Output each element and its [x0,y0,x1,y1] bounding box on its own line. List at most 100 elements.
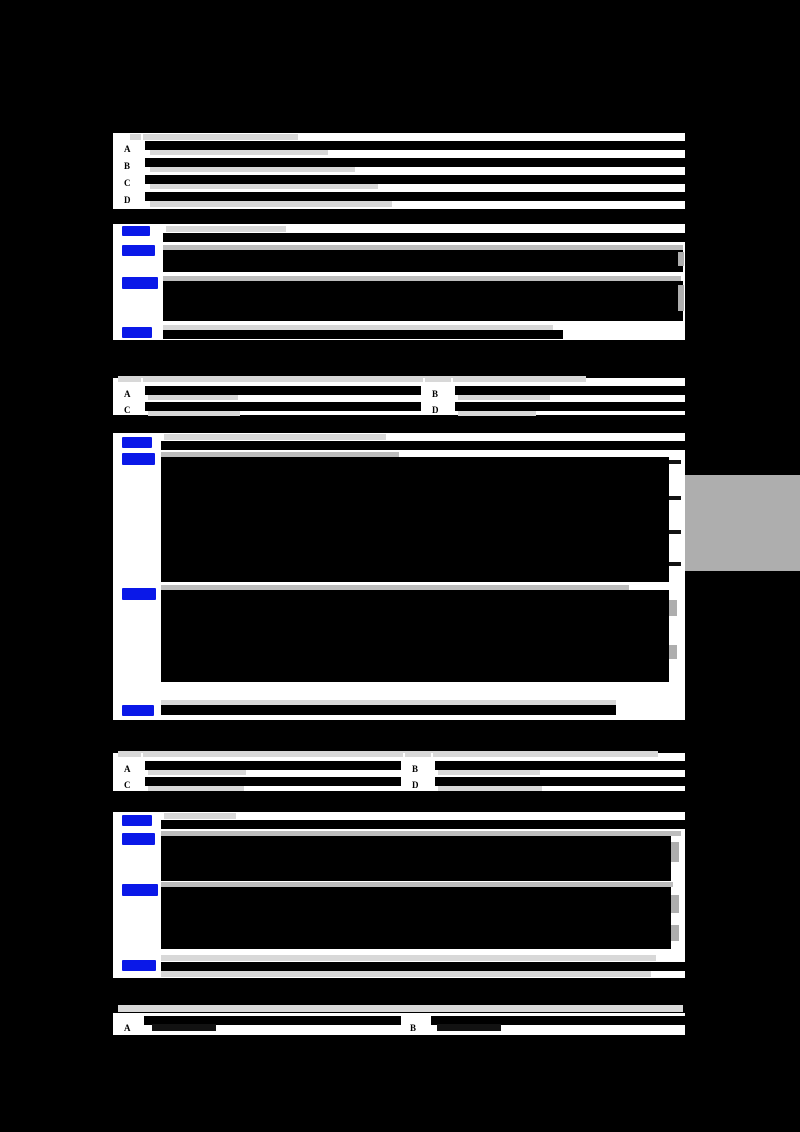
row-1-ghost [164,813,236,819]
option-d-ghost [458,411,536,416]
option-marker-a: A [124,389,131,399]
row-3-redaction [161,887,671,949]
section-7-question-ghost [118,1005,683,1012]
option-marker-b: B [432,389,439,399]
section-2-label-4[interactable] [122,327,152,338]
marker-gutter-right [431,753,433,791]
label-gutter [159,224,161,340]
marker-gutter-right [451,378,453,415]
option-b-redaction [431,1016,685,1025]
option-marker-a: A [124,144,131,154]
row-4-redaction [161,962,685,971]
option-marker-a: A [124,764,131,774]
ghost-line [130,134,298,140]
row-4-redaction [161,705,616,715]
option-marker-d: D [124,195,131,205]
section-5-header-ghost [118,751,658,757]
option-b-ghost [438,770,540,775]
row-2-edge-mark [671,842,679,862]
row-2-redaction [163,250,683,272]
row-2-ghost [161,452,399,457]
section-2-label-1[interactable] [122,226,150,236]
option-marker-b: B [412,764,419,774]
option-b-ghost [437,1024,501,1031]
row-4-ghost [163,325,553,330]
section-4-label-1[interactable] [122,437,152,448]
row-2-redaction [161,836,671,881]
option-b-ghost [458,395,550,400]
row-1-redaction [161,820,685,829]
marker-gutter-left [141,378,143,415]
section-6-label-4[interactable] [122,960,156,971]
row-3-edge-mark-2 [671,925,679,941]
option-a-redaction [145,386,421,395]
marker-gutter-right [427,1013,429,1035]
document-title: Redacted exam page [0,0,1,1]
option-a-redaction [145,761,401,770]
row-3-edge-mark-2 [669,645,677,659]
row-2-edge-mark [678,252,684,266]
row-3-ghost [161,882,673,887]
option-c-ghost [150,184,378,189]
option-d-ghost [150,201,392,207]
option-c-redaction [145,402,421,411]
row-3-redaction [161,590,669,682]
row-2-ghost [161,831,681,836]
option-marker-c: C [124,405,131,415]
row-3-edge-mark-1 [671,895,679,913]
option-marker-c: C [124,178,131,188]
row-3-edge-mark-1 [669,600,677,616]
row-2-ghost [163,245,683,250]
row-1-ghost [166,226,286,232]
row-2-edge-mark-3 [669,530,681,534]
option-marker-c: C [124,780,131,790]
row-2-edge-mark-4 [669,562,681,566]
column-divider [423,378,425,415]
row-4-ghost [161,700,616,705]
row-1-ghost [164,434,386,440]
option-d-ghost [438,786,542,791]
option-d-redaction [145,192,685,201]
row-4-ghost-2 [161,971,651,977]
option-a-redaction [145,141,685,150]
section-6-label-2[interactable] [122,833,155,845]
option-b-redaction [145,158,685,167]
marker-gutter-left [141,753,143,791]
option-c-redaction [145,175,685,184]
column-divider [403,753,405,791]
section-4-label-3[interactable] [122,588,156,600]
section-4-label-4[interactable] [122,705,154,716]
section-2-label-2[interactable] [122,245,155,256]
option-d-redaction [455,402,685,411]
option-c-redaction [145,777,401,786]
option-marker-a: A [124,1023,131,1033]
label-gutter [157,433,159,720]
option-b-redaction [455,386,685,395]
option-marker-d: D [432,405,439,415]
section-6-label-1[interactable] [122,815,152,826]
section-6-label-3[interactable] [122,884,158,896]
row-1-redaction [161,441,685,450]
row-3-edge-mark [678,285,684,311]
row-3-ghost [163,276,681,281]
row-4-redaction [163,330,563,339]
option-c-ghost [148,411,240,416]
row-1-redaction [163,233,685,242]
column-divider [403,1013,405,1035]
option-b-redaction [435,761,685,770]
section-3-header-ghost [118,376,586,382]
option-a-redaction [144,1016,401,1025]
row-3-redaction [163,281,683,321]
option-marker-b: B [124,161,131,171]
row-3-ghost [161,585,629,590]
option-a-ghost [148,770,246,775]
option-a-ghost [148,395,238,400]
marker-gutter [141,133,143,209]
margin-highlight-block [685,475,800,571]
option-c-ghost [148,786,244,791]
section-4-label-2[interactable] [122,453,155,465]
row-2-edge-mark-1 [669,460,681,464]
marker-gutter-left [140,1013,142,1035]
section-2-label-3[interactable] [122,277,158,289]
